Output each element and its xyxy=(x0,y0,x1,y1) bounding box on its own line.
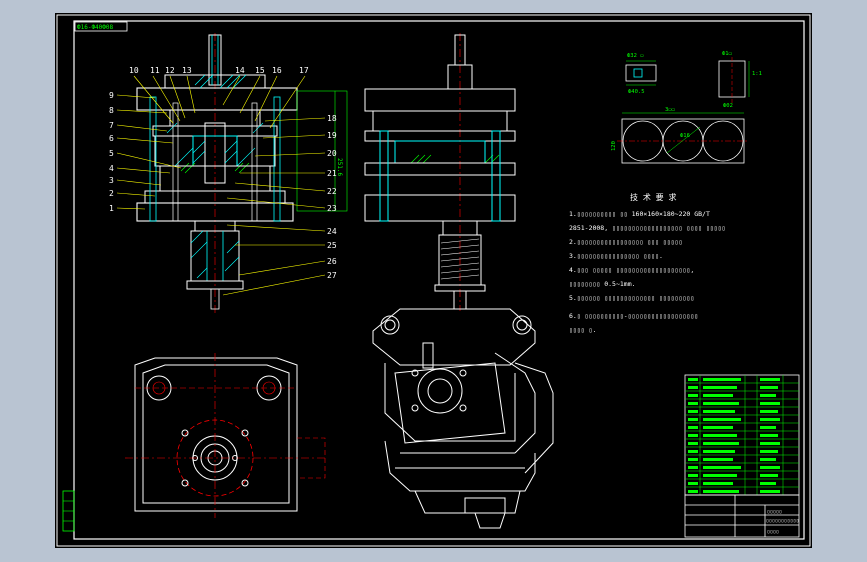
svg-text:20: 20 xyxy=(327,149,337,158)
blank-dim-a: Ф40.5 xyxy=(628,89,645,95)
layout-label: 3▭▭ xyxy=(665,107,676,113)
svg-text:▯▯▯▯▯▯▯▯ 0.5~1mm.: ▯▯▯▯▯▯▯▯ 0.5~1mm. xyxy=(569,280,636,288)
svg-text:22: 22 xyxy=(327,187,337,196)
svg-text:▯▯▯▯ ▯.: ▯▯▯▯ ▯. xyxy=(569,326,596,334)
part-number-leaders xyxy=(116,75,326,296)
technical-notes: 技 术 要 求 1.▯▯▯▯▯▯▯▯▯▯ ▯▯ 160×160×180~220 … xyxy=(569,192,726,334)
title-drawing-no: ▯▯▯▯▯▯▯▯▯▯▯ xyxy=(766,518,799,524)
svg-text:25: 25 xyxy=(327,241,337,250)
blank-dim-b: Ф02 xyxy=(723,103,733,109)
svg-text:9: 9 xyxy=(109,91,114,100)
svg-text:13: 13 xyxy=(182,66,192,75)
section-view: 251.6 xyxy=(136,33,348,315)
blank-label-a: Ф32 ▭ xyxy=(627,53,644,59)
parts-list xyxy=(684,374,800,496)
svg-text:4: 4 xyxy=(109,164,114,173)
svg-text:2: 2 xyxy=(109,189,114,198)
svg-text:17: 17 xyxy=(299,66,309,75)
title-school: ▯▯▯▯ xyxy=(767,529,779,535)
svg-text:14: 14 xyxy=(235,66,245,75)
part-numbers-left: 9 8 7 6 5 4 3 2 1 xyxy=(109,91,114,213)
svg-text:21: 21 xyxy=(327,169,337,178)
isometric-view xyxy=(372,308,554,529)
title-tag-box xyxy=(74,21,128,32)
svg-text:1: 1 xyxy=(109,204,114,213)
title-part-name: ▯▯▯▯▯ xyxy=(767,509,782,515)
svg-text:16: 16 xyxy=(272,66,282,75)
svg-text:3: 3 xyxy=(109,176,114,185)
svg-text:26: 26 xyxy=(327,257,337,266)
svg-text:24: 24 xyxy=(327,227,337,236)
drawing-svg: Ф16-Ф40Ф08 xyxy=(56,14,811,547)
svg-text:6.▯ ▯▯▯▯▯▯▯▯▯▯-▯▯▯▯▯▯▯▯▯▯▯▯▯▯▯: 6.▯ ▯▯▯▯▯▯▯▯▯▯-▯▯▯▯▯▯▯▯▯▯▯▯▯▯▯▯▯▯ xyxy=(569,312,698,320)
svg-text:2851-2008, ▯▯▯▯▯▯▯▯▯▯▯▯▯▯▯▯▯▯: 2851-2008, ▯▯▯▯▯▯▯▯▯▯▯▯▯▯▯▯▯▯ ▯▯▯▯ ▯▯▯▯▯ xyxy=(569,224,726,232)
svg-text:2.▯▯▯▯▯▯▯▯▯▯▯▯▯▯▯▯▯ ▯▯▯ ▯▯▯▯▯: 2.▯▯▯▯▯▯▯▯▯▯▯▯▯▯▯▯▯ ▯▯▯ ▯▯▯▯▯ xyxy=(569,238,683,246)
svg-text:8: 8 xyxy=(109,106,114,115)
blank-detail xyxy=(617,57,750,164)
side-view xyxy=(364,33,516,311)
svg-text:23: 23 xyxy=(327,204,337,213)
drawing-canvas[interactable]: Ф16-Ф40Ф08 xyxy=(55,13,812,548)
svg-text:15: 15 xyxy=(255,66,265,75)
notes-title: 技 术 要 求 xyxy=(630,192,676,202)
svg-text:11: 11 xyxy=(150,66,160,75)
svg-text:1.▯▯▯▯▯▯▯▯▯▯ ▯▯ 160×160×180~22: 1.▯▯▯▯▯▯▯▯▯▯ ▯▯ 160×160×180~220 GB/T xyxy=(569,210,710,218)
layout-dim: Ф16 xyxy=(680,133,690,139)
svg-text:19: 19 xyxy=(327,131,337,140)
svg-text:7: 7 xyxy=(109,121,114,130)
inner-frame xyxy=(73,20,805,540)
part-numbers-top: 10 11 12 13 14 15 16 17 xyxy=(129,66,309,75)
outer-frame xyxy=(56,14,811,547)
svg-text:12: 12 xyxy=(165,66,175,75)
svg-text:5.▯▯▯▯▯▯ ▯▯▯▯▯▯▯▯▯▯▯▯▯ ▯▯▯▯▯▯▯: 5.▯▯▯▯▯▯ ▯▯▯▯▯▯▯▯▯▯▯▯▯ ▯▯▯▯▯▯▯▯▯ xyxy=(569,294,694,302)
title-block xyxy=(684,494,800,538)
height-dim: 251.6 xyxy=(336,158,343,176)
svg-text:18: 18 xyxy=(327,114,337,123)
svg-text:3.▯▯▯▯▯▯▯▯▯▯▯▯▯▯▯▯ ▯▯▯▯.: 3.▯▯▯▯▯▯▯▯▯▯▯▯▯▯▯▯ ▯▯▯▯. xyxy=(569,252,663,260)
layout-width: 120 xyxy=(611,141,617,151)
top-view xyxy=(125,353,326,518)
parts-list-text xyxy=(688,378,780,493)
svg-text:5: 5 xyxy=(109,149,114,158)
svg-text:10: 10 xyxy=(129,66,139,75)
part-numbers-right: 18 19 20 21 22 23 24 25 26 27 xyxy=(327,114,337,280)
svg-text:6: 6 xyxy=(109,134,114,143)
blank-label-b: Ф1▭ xyxy=(722,51,733,57)
svg-text:27: 27 xyxy=(327,271,337,280)
svg-text:4.▯▯▯ ▯▯▯▯▯ ▯▯▯▯▯▯▯▯▯▯▯▯▯▯▯▯▯▯: 4.▯▯▯ ▯▯▯▯▯ ▯▯▯▯▯▯▯▯▯▯▯▯▯▯▯▯▯▯▯, xyxy=(569,266,694,274)
blank-label-c: 1:1 xyxy=(752,71,762,77)
title-tag-text: Ф16-Ф40Ф08 xyxy=(77,24,114,31)
